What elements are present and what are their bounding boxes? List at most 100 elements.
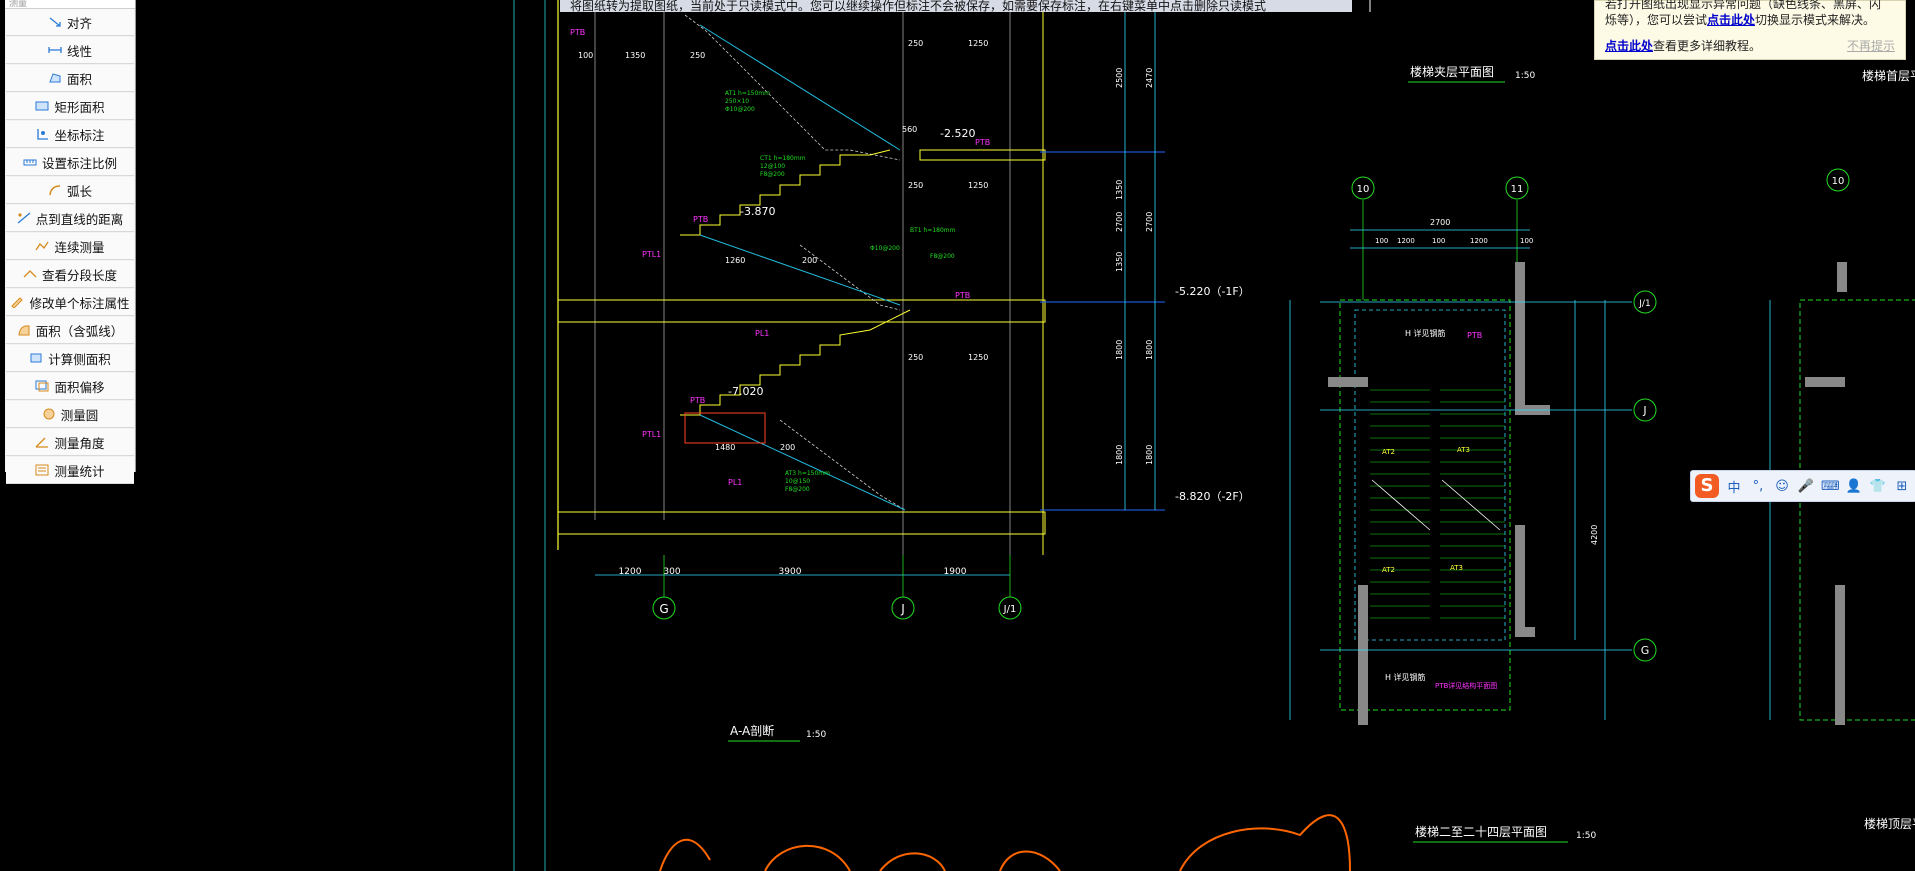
dim-text: 250 (690, 51, 705, 60)
ime-mode-button[interactable]: 中 (1727, 480, 1741, 496)
section-scale: 1:50 (806, 730, 826, 740)
scale-icon (23, 156, 37, 168)
dim-text: 1200 (619, 567, 642, 577)
panel-search-input[interactable]: 测量 (5, 0, 135, 9)
arc-icon (48, 184, 62, 196)
ime-menu-icon[interactable]: ⊞ (1896, 478, 1908, 494)
elevation-label: -7.020 (728, 385, 763, 398)
svg-text:PTL1: PTL1 (642, 430, 661, 439)
tool-area-button[interactable]: 面积 (6, 65, 134, 92)
plan-title: 楼梯夹层平面图 (1410, 64, 1494, 79)
tool-scale-button[interactable]: 设置标注比例 (6, 149, 134, 176)
tutorial-link[interactable]: 点击此处 (1605, 39, 1654, 53)
axis-bubble: G (1641, 644, 1650, 657)
plan-scale: 1:50 (1576, 831, 1596, 841)
dim-text: 2700 (1115, 212, 1124, 232)
tool-coordinate-button[interactable]: 坐标标注 (6, 121, 134, 148)
readonly-banner: 将图纸转为提取图纸，当前处于只读模式中。您可以继续操作但标注不会被保存，如需要保… (560, 0, 1352, 12)
svg-text:BT1 h=180mm: BT1 h=180mm (910, 227, 956, 234)
elevation-label: -2.520 (940, 127, 975, 140)
linear-icon (48, 44, 62, 56)
ime-logo-icon[interactable]: S (1695, 474, 1719, 498)
section-drawing: G J J/1 1200 300 3900 1900 100 1350 250 … (557, 0, 1250, 742)
angle-icon (35, 436, 49, 448)
tool-continuous-button[interactable]: 连续测量 (6, 233, 134, 260)
dim-text: 1900 (944, 567, 967, 577)
edit-dim-icon (10, 296, 24, 309)
tool-rect-area-button[interactable]: 矩形面积 (6, 93, 134, 120)
notice-line: 点击此处查看更多详细教程。 (1605, 39, 1762, 53)
dim-text: 1350 (1115, 252, 1124, 272)
dim-text: 200 (802, 256, 817, 265)
dismiss-notice-link[interactable]: 不再提示 (1846, 39, 1895, 53)
tool-side-area-button[interactable]: 计算侧面积 (6, 345, 134, 372)
coordinate-icon (35, 128, 49, 140)
switch-display-link[interactable]: 点击此处 (1707, 13, 1756, 27)
continuous-icon (35, 240, 50, 252)
measure-tool-panel: 测量 对齐 线性 面积 矩形面积 坐标标注 设置标注比例 弧长 点到直线的距离 … (5, 0, 136, 484)
dim-text: 250 (908, 39, 923, 48)
svg-text:12@100: 12@100 (760, 163, 785, 170)
svg-text:PTB: PTB (570, 28, 585, 37)
svg-text:AT1 h=150mm: AT1 h=150mm (725, 90, 770, 97)
dim-text: 100 (578, 51, 593, 60)
svg-text:Φ10@200: Φ10@200 (725, 106, 755, 113)
elevation-label: -5.220（-1F） (1175, 285, 1250, 298)
dim-text: 2700 (1430, 218, 1450, 227)
svg-text:CT1 h=180mm: CT1 h=180mm (760, 155, 806, 162)
dim-text: 100 (1432, 237, 1445, 245)
tool-angle-button[interactable]: 测量角度 (6, 429, 134, 456)
elevation-label: -3.870 (740, 205, 775, 218)
svg-text:F8@200: F8@200 (930, 253, 955, 260)
side-area-icon (29, 352, 43, 364)
plan-label: AT2 (1382, 448, 1395, 456)
area-icon (48, 72, 62, 84)
dim-text: 1800 (1145, 445, 1154, 465)
plan-label: H 详见钢筋 (1405, 328, 1446, 338)
dim-text: 1350 (625, 51, 645, 60)
dim-text: 1200 (1470, 237, 1488, 245)
plan-drawing: 楼梯夹层平面图 1:50 楼梯首层平面 10 11 2700 100 1200 … (1289, 0, 1915, 843)
svg-text:PL1: PL1 (728, 478, 742, 487)
ime-emoji-icon[interactable]: ☺ (1775, 478, 1789, 494)
axis-bubble: J/1 (1638, 299, 1650, 309)
svg-text:PTL1: PTL1 (642, 250, 661, 259)
dim-text: 1250 (968, 181, 988, 190)
ime-voice-icon[interactable]: 🎤 (1797, 478, 1815, 494)
plan-label: PTB详见结构平面图 (1435, 681, 1497, 690)
svg-text:F8@200: F8@200 (760, 171, 785, 178)
tool-edit-dim-button[interactable]: 修改单个标注属性 (6, 289, 134, 316)
dim-text: 1480 (715, 443, 735, 452)
rect-area-icon (35, 100, 49, 112)
notice-line: 若打开图纸出现显示异常问题（缺色线条、黑屏、闪 (1605, 0, 1882, 11)
ime-user-icon[interactable]: 👤 (1845, 478, 1863, 494)
ime-skin-icon[interactable]: 👕 (1869, 478, 1887, 494)
section-title: A-A剖断 (730, 723, 774, 738)
dim-text: 100 (1520, 237, 1533, 245)
plan-scale: 1:50 (1515, 71, 1535, 81)
tool-align-button[interactable]: 对齐 (6, 9, 134, 36)
ime-punct-button[interactable]: °, (1752, 478, 1764, 494)
tool-segment-button[interactable]: 查看分段长度 (6, 261, 134, 288)
dim-text: 1250 (968, 353, 988, 362)
svg-text:PL1: PL1 (755, 329, 769, 338)
svg-text:Φ10@200: Φ10@200 (870, 245, 900, 252)
tool-arc-area-button[interactable]: 面积（含弧线） (6, 317, 134, 344)
ime-toolbar[interactable]: S 中 °, ☺ 🎤 ⌨ 👤 👕 ⊞ (1690, 470, 1915, 502)
dim-text: 1250 (968, 39, 988, 48)
tool-offset-button[interactable]: 面积偏移 (6, 373, 134, 400)
plan-label: AT3 (1457, 446, 1470, 454)
svg-text:PTB: PTB (975, 138, 990, 147)
tool-linear-button[interactable]: 线性 (6, 37, 134, 64)
point-line-icon (17, 212, 31, 224)
tool-stats-button[interactable]: 测量统计 (6, 457, 134, 484)
tool-circle-button[interactable]: 测量圆 (6, 401, 134, 428)
dim-text: 560 (902, 125, 917, 134)
notice-line: 烁等），您可以尝试点击此处切换显示模式来解决。 (1605, 13, 1876, 27)
tool-point-line-button[interactable]: 点到直线的距离 (6, 205, 134, 232)
ime-keyboard-icon[interactable]: ⌨ (1821, 478, 1840, 494)
plan-label: PTB (1467, 331, 1482, 340)
segment-icon (23, 268, 37, 280)
tool-arc-button[interactable]: 弧长 (6, 177, 134, 204)
